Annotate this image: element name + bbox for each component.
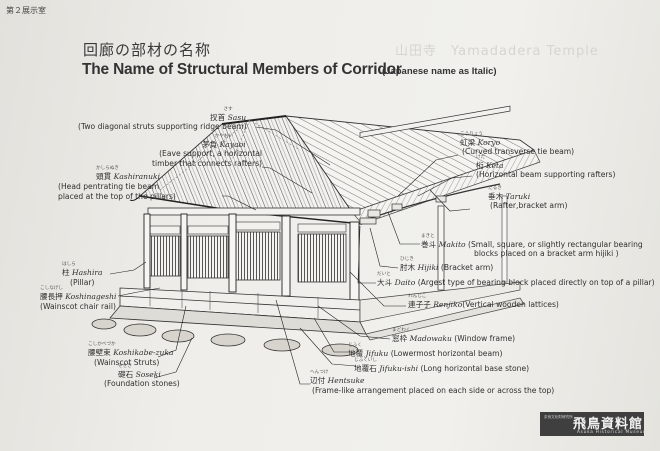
title-english: The Name of Structural Members of Corrid… [82, 61, 402, 78]
label-keta-desc: (Horizontal beam supporting rafters) [476, 170, 616, 179]
beam-layer [147, 105, 511, 225]
label-taruki: たるき 垂木 Taruki [488, 186, 531, 201]
label-koryo: こうりょう 虹梁 Koryo [460, 132, 501, 147]
label-koshikabezuka-desc: (Wainscot Struts) [94, 358, 160, 367]
label-sasu-desc: (Two diagonal struts supporting ridge be… [78, 122, 247, 131]
label-makito: まきと 巻斗 Makito (Small, square, or slightl… [421, 234, 643, 249]
label-koryo-desc: (Curved transverse tie beam) [462, 147, 575, 156]
label-koshinageshi-desc: (Wainscot chair rail) [40, 302, 116, 311]
label-makito-desc: blocks placed on a bracket arm hijiki ) [474, 249, 619, 258]
label-koshinageshi: こしなげし 腰長押 Koshinageshi [40, 286, 117, 301]
museum-logo: 奈良文化財研究所 飛鳥資料館 Asuka Historical Museum [540, 412, 647, 436]
label-hijiki: ひじき 肘木 Hijiki (Bracket arm) [400, 257, 494, 272]
label-kashiranuki: かしらぬき 頭貫 Kashiranuki [96, 166, 160, 181]
label-daito: だいと 大斗 Daito (Argest type of bearing blo… [377, 272, 655, 287]
label-hentsuke-desc: (Frame-like arrangement placed on each s… [312, 386, 555, 395]
label-hashira-desc: (Pillar) [70, 278, 95, 287]
pillars [143, 195, 508, 301]
label-keta: けた 桁 Keta [476, 155, 504, 170]
label-koshikabezuka: こしかべづか 腰壁束 Koshikabe-zuka [88, 342, 174, 357]
leader-lines [109, 126, 473, 385]
label-soseki: そせき 礎石 Soseki [118, 364, 161, 379]
logo-name-en: Asuka Historical Museum [577, 429, 649, 434]
label-jifuku: じふく 地覆 Jifuku (Lowermost horizontal beam… [348, 343, 503, 358]
label-kayaoi: かやおい 茅負 Kayaoi [202, 134, 246, 149]
label-renjiko: れんじこ 連子子 Renjiko(Vertical wooden lattice… [408, 294, 559, 309]
faded-heading: 山田寺 Yamadadera Temple [395, 44, 599, 59]
walls [149, 221, 347, 283]
label-soseki-desc: (Foundation stones) [104, 379, 180, 388]
base [91, 281, 525, 357]
logo-subtitle: 奈良文化財研究所 [544, 415, 573, 419]
label-sasu: さす 扠首 Sasu [210, 107, 247, 122]
label-jifukuishi: じふくいし 地覆石 Jifuku-ishi (Long horizontal b… [354, 358, 530, 373]
label-madowaku: まどわく 窓枠 Madowaku (Window frame) [392, 328, 516, 343]
room-label: 第２展示室 [6, 6, 46, 15]
label-taruki-desc: (Rafter,bracket arm) [490, 201, 568, 210]
label-hentsuke: へんつけ 辺付 Hentsuke [310, 370, 365, 385]
logo-name: 飛鳥資料館 [573, 417, 644, 432]
label-hashira: はしら 柱 Hashira [62, 262, 103, 277]
title-japanese: 回廊の部材の名称 [83, 41, 212, 59]
title-note: (Japanese name as Italic) [382, 66, 497, 77]
